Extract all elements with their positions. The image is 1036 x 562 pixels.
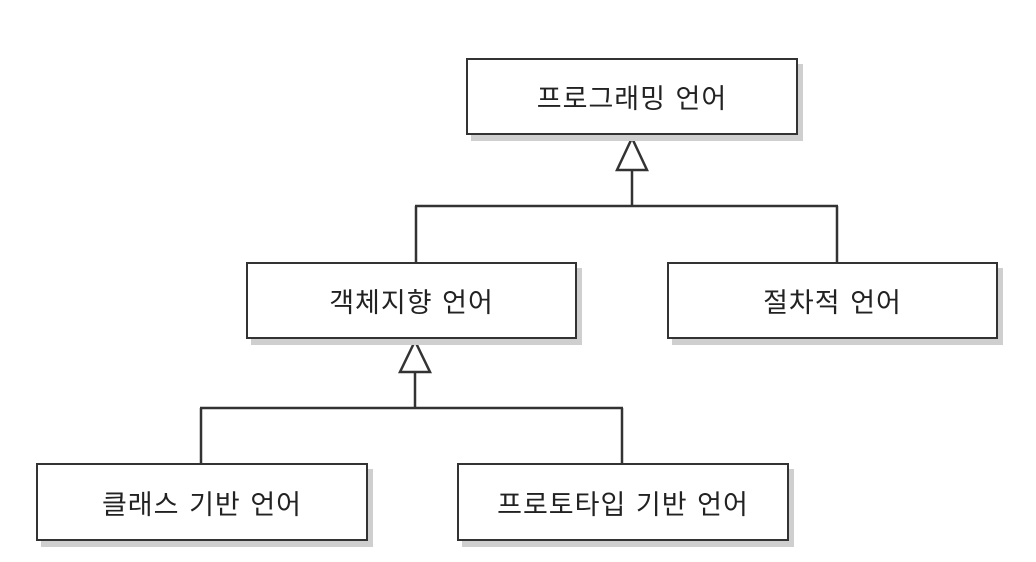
- node-prototype-based-language: 프로토타입 기반 언어: [457, 463, 789, 541]
- node-label: 클래스 기반 언어: [101, 489, 303, 521]
- node-label: 프로토타입 기반 언어: [497, 489, 749, 521]
- node-procedural-language: 절차적 언어: [667, 262, 998, 339]
- node-label: 프로그래밍 언어: [536, 84, 728, 115]
- node-object-oriented-language: 객체지향 언어: [246, 262, 577, 339]
- node-class-based-language: 클래스 기반 언어: [36, 463, 368, 541]
- node-label: 절차적 언어: [763, 288, 902, 319]
- node-label: 객체지향 언어: [329, 288, 494, 319]
- inheritance-arrowhead-top: [615, 135, 649, 172]
- inheritance-arrowhead-bottom: [398, 338, 432, 374]
- node-programming-language: 프로그래밍 언어: [466, 58, 798, 135]
